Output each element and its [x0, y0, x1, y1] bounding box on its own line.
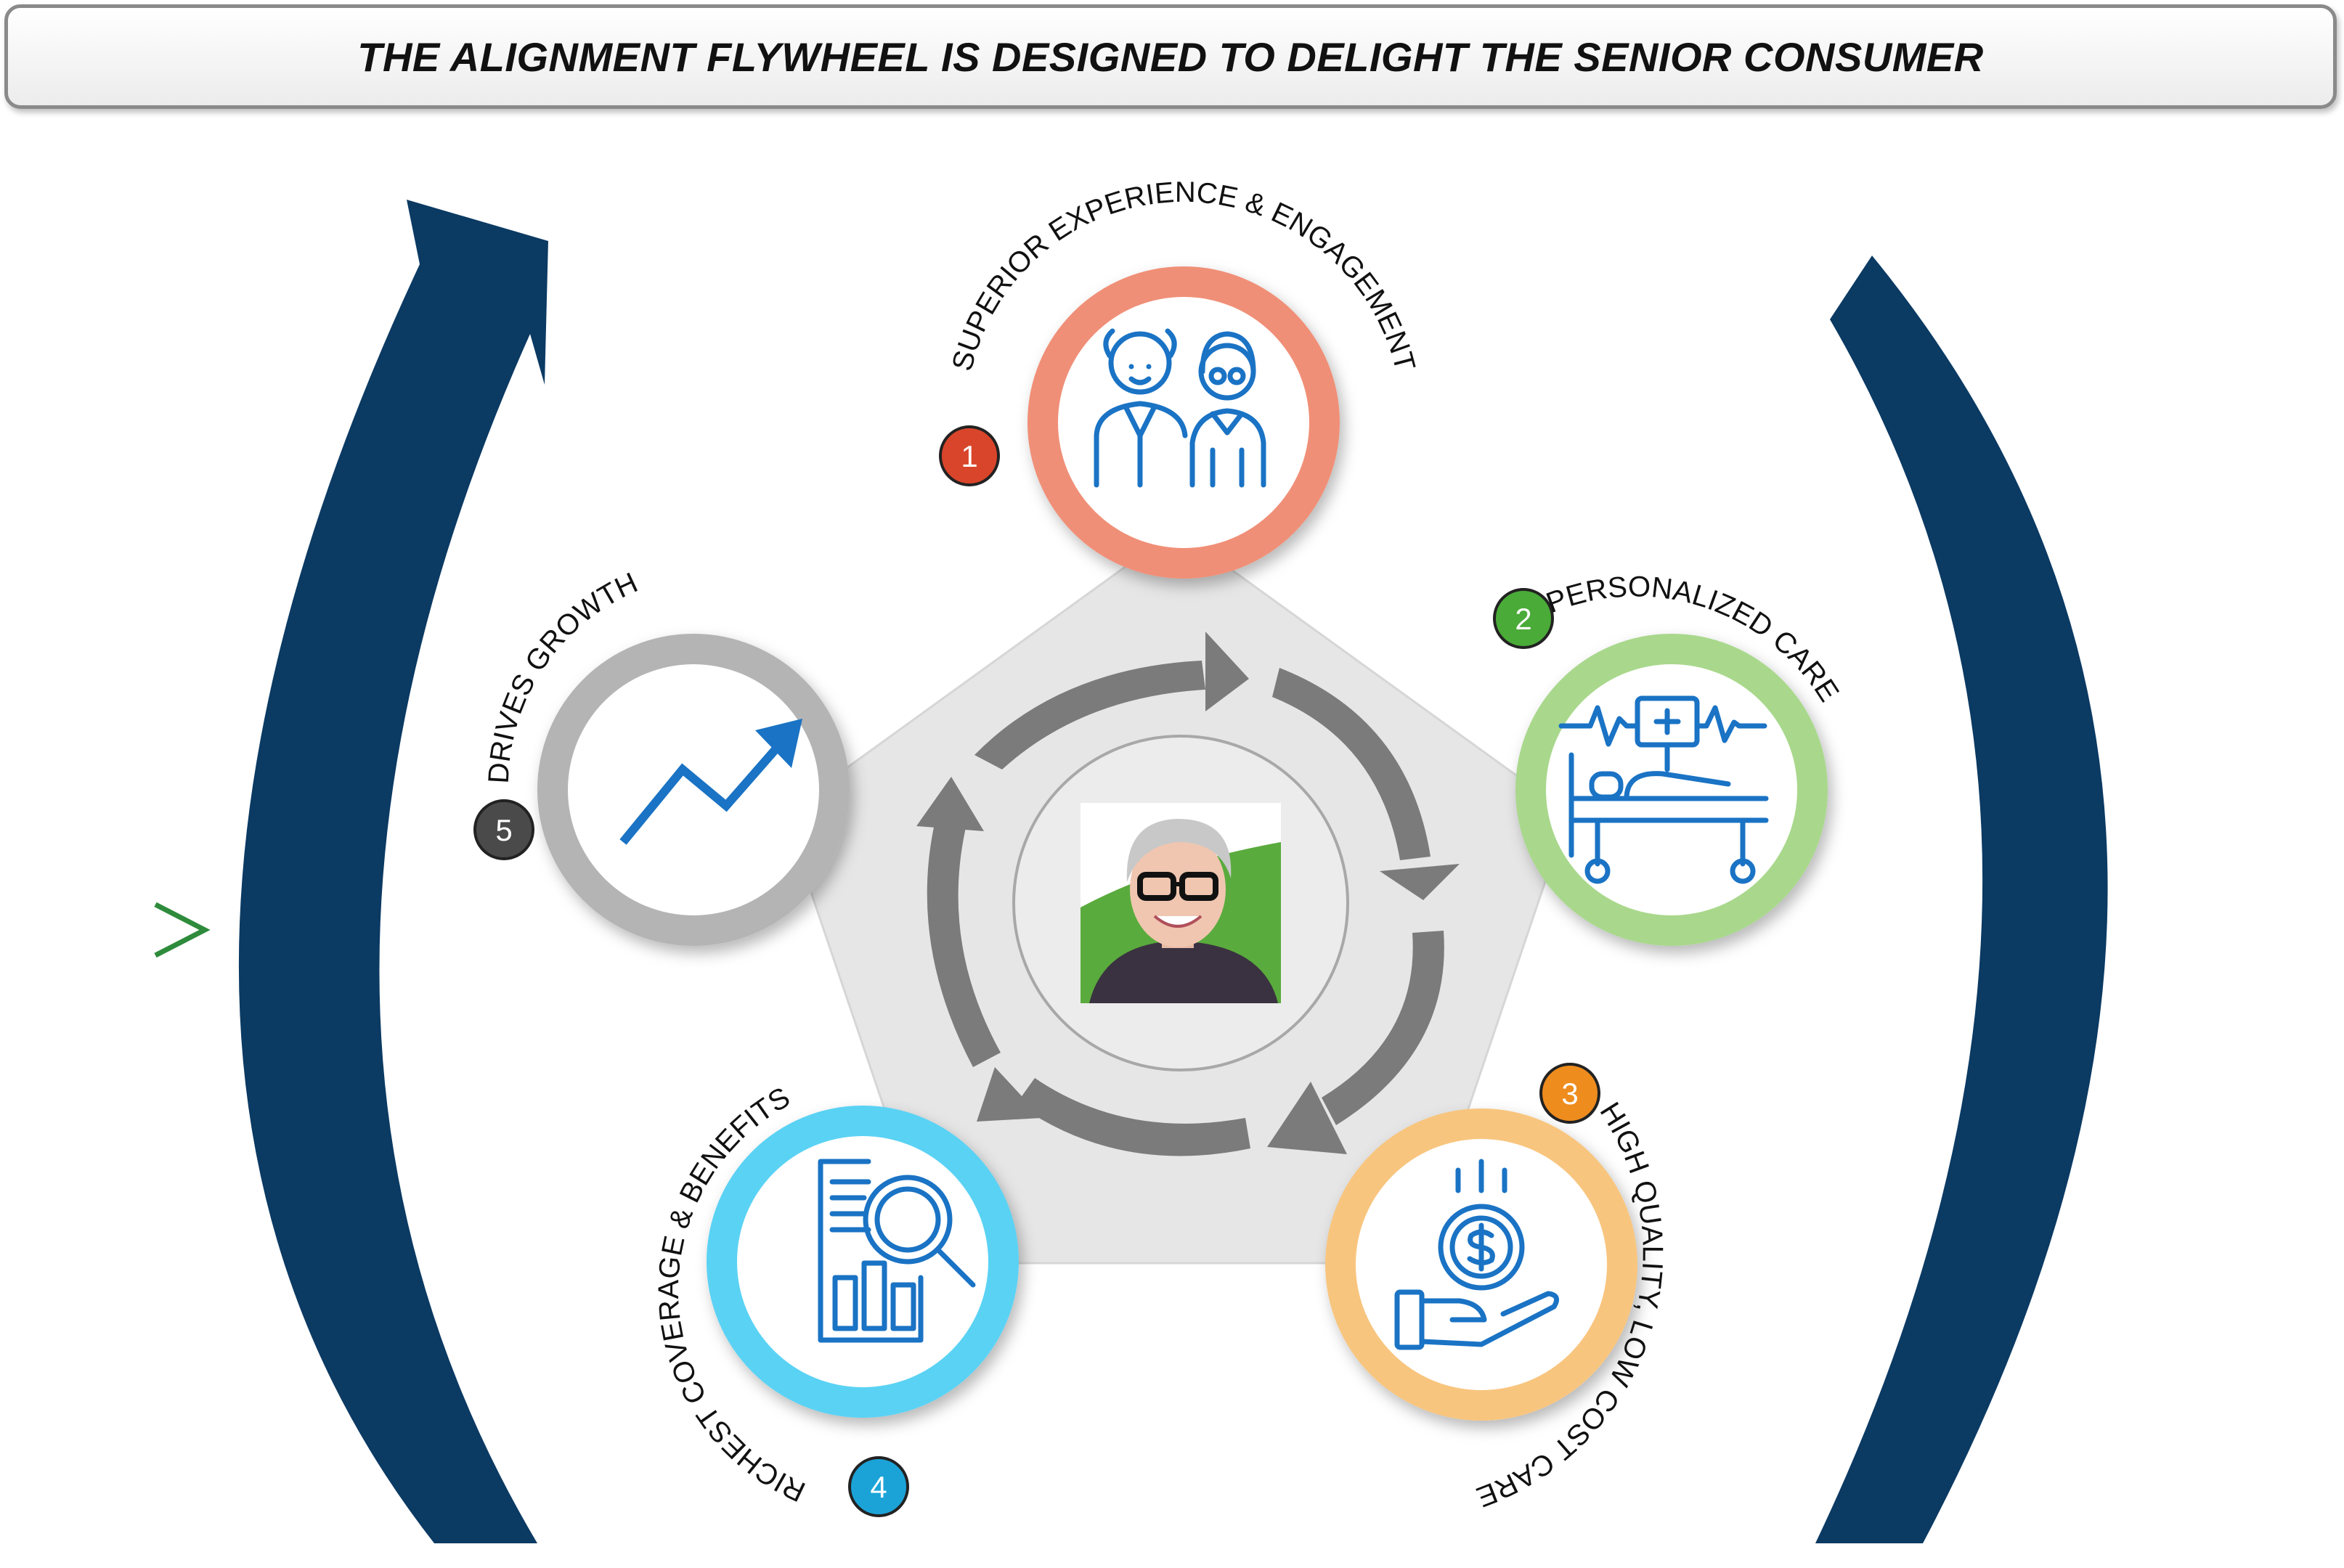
step-3-badge: [1539, 1063, 1600, 1124]
step-3-number: 3: [1561, 1077, 1578, 1111]
step-4-number: 4: [870, 1470, 887, 1504]
page-title: THE ALIGNMENT FLYWHEEL IS DESIGNED TO DE…: [357, 33, 1984, 80]
smiling-senior-woman-photo: [1081, 803, 1281, 1003]
step-4-circle: 4 RICHEST COVERAGE & BENEFITS: [653, 1081, 1019, 1517]
growth-trend-icon: [619, 719, 802, 845]
cycle-arrow-right-bottom: [1322, 931, 1444, 1125]
center-consumer: [1012, 735, 1349, 1071]
hand-coin-icon: [1394, 1159, 1560, 1350]
step-1-number: 1: [961, 439, 977, 473]
cycle-arrow-bottom: [1017, 1078, 1250, 1156]
step-4-badge: [848, 1456, 909, 1517]
step-5-number: 5: [495, 813, 512, 847]
step-5-badge: [473, 799, 534, 860]
outer-left-arc-arrow: [238, 200, 548, 1543]
step-2-badge: [1493, 588, 1554, 649]
cycle-arrow-left: [927, 820, 1001, 1067]
outer-right-arc: [1815, 256, 2108, 1543]
cycle-arrow-right-top: [1272, 668, 1431, 860]
step-1-badge: [939, 425, 1000, 486]
step-2-circle: 2 PERSONALIZED CARE: [1493, 571, 1845, 946]
report-magnifier-icon: [818, 1159, 976, 1343]
step-2-number: 2: [1515, 602, 1531, 636]
title-banner: THE ALIGNMENT FLYWHEEL IS DESIGNED TO DE…: [4, 4, 2337, 109]
elderly-couple-icon: [1094, 328, 1266, 488]
cycle-arrow-top: [974, 661, 1205, 769]
inner-cycle-arrows: [916, 632, 1460, 1156]
ava-logo: [150, 842, 211, 1018]
hospital-bed-icon: [1558, 695, 1769, 884]
step-5-circle: 5 DRIVES GROWTH: [473, 567, 850, 946]
step-1-circle: 1 SUPERIOR EXPERIENCE & ENGAGEMENT: [939, 176, 1421, 579]
